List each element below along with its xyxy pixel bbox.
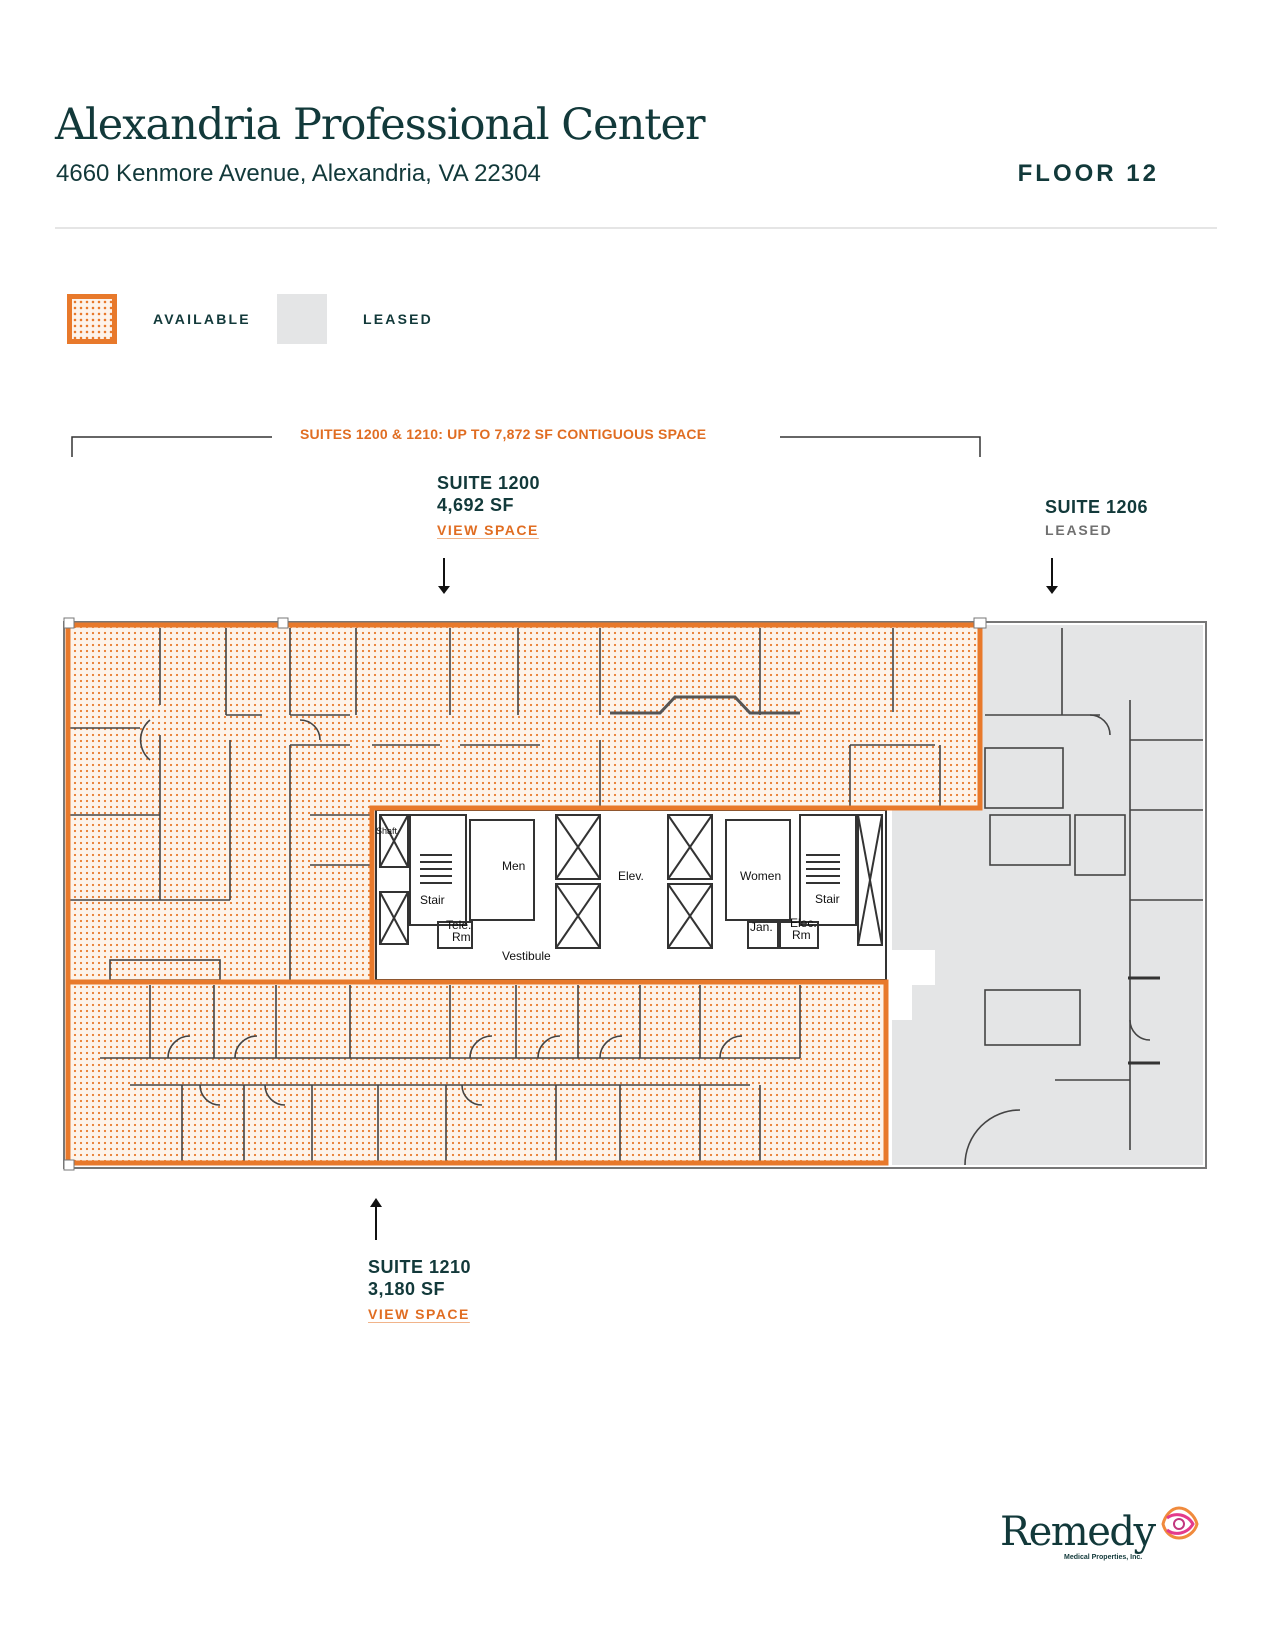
contiguous-space-label: SUITES 1200 & 1210: UP TO 7,872 SF CONTI… [300, 426, 707, 442]
leased-suite-walls [964, 628, 1203, 1166]
legend-available-label: AVAILABLE [153, 311, 251, 327]
suite-1210-area[interactable] [68, 982, 886, 1163]
suite-1200-label: SUITE 1200 4,692 SF VIEW SPACE [437, 472, 540, 540]
suite-1206-status: LEASED [1045, 522, 1113, 538]
room-label-jan: Jan. [750, 920, 773, 934]
room-label-stair-right: Stair [815, 892, 840, 906]
suite-1200-name: SUITE 1200 [437, 473, 541, 493]
room-label-men: Men [502, 859, 525, 873]
remedy-logo: Remedy Medical Properties, Inc. [1000, 1506, 1201, 1561]
available-swatch-icon [67, 294, 117, 344]
suite-1210-name: SUITE 1210 [368, 1257, 472, 1277]
room-label-women: Women [740, 869, 781, 883]
room-label-stair-left: Stair [420, 893, 445, 907]
arrow-down-icon [438, 558, 450, 594]
arrow-up-icon [370, 1198, 382, 1240]
room-label-tele: Tele. [446, 918, 471, 932]
interior-walls [68, 628, 941, 1163]
room-label-shaft: Shaft [376, 826, 398, 836]
suite-1206-area[interactable] [892, 625, 1203, 1165]
radiator-icon [1128, 976, 1160, 1065]
logo-mark-icon [1161, 1506, 1199, 1540]
suite-1206-name: SUITE 1206 [1045, 497, 1149, 517]
core-walls [375, 809, 887, 981]
legend-available: AVAILABLE [67, 294, 251, 344]
room-label-elec: Elec. [790, 916, 817, 930]
contiguous-bracket [71, 436, 981, 457]
suite-1200-size: 4,692 SF [437, 495, 515, 515]
suite-1210-view-space-link[interactable]: VIEW SPACE [368, 1306, 470, 1322]
room-label-elec-rm: Rm [792, 928, 811, 942]
building-address: 4660 Kenmore Avenue, Alexandria, VA 2230… [56, 160, 541, 187]
room-label-tele-rm: Rm [452, 930, 471, 944]
logo-wordmark: Remedy [1000, 1509, 1156, 1555]
legend-leased: LEASED [277, 294, 433, 344]
room-label-elev: Elev. [618, 869, 644, 883]
floor-label: FLOOR 12 [1017, 160, 1159, 187]
page-title: Alexandria Professional Center [55, 100, 706, 150]
leased-swatch-icon [277, 294, 327, 344]
suite-1206-label: SUITE 1206 LEASED [1045, 496, 1148, 538]
suite-1200-view-space-link[interactable]: VIEW SPACE [437, 522, 539, 538]
suite-1210-size: 3,180 SF [368, 1279, 446, 1299]
room-label-vestibule: Vestibule [502, 949, 551, 963]
suite-1210-label: SUITE 1210 3,180 SF VIEW SPACE [368, 1256, 471, 1324]
logo-subtitle: Medical Properties, Inc. [1064, 1554, 1143, 1561]
legend-leased-label: LEASED [363, 311, 433, 327]
header-divider [55, 227, 1217, 229]
arrow-down-icon [1046, 558, 1058, 594]
